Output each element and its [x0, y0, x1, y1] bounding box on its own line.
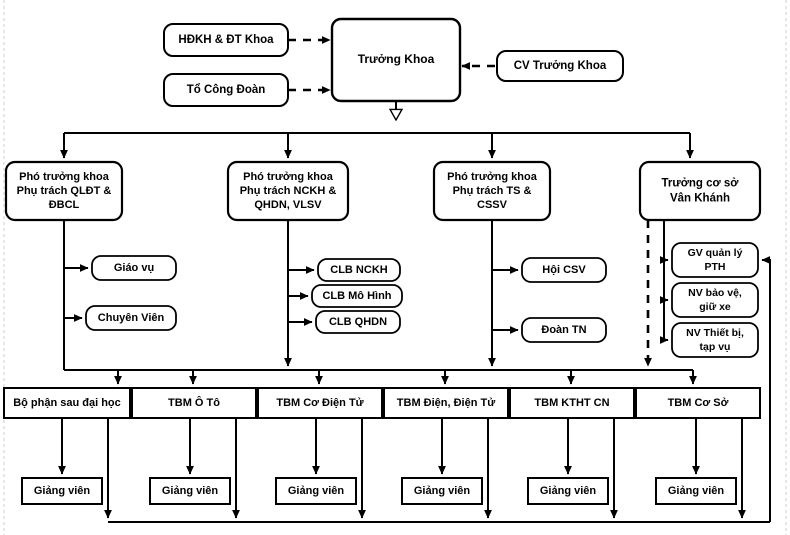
node-label-gv3: Giảng viên [288, 485, 345, 497]
node-doantn[interactable]: Đoàn TN [521, 317, 607, 343]
node-label-gv2: Giảng viên [162, 485, 219, 497]
node-nvthietbi[interactable]: NV Thiết bị,tạp vụ [671, 322, 759, 358]
node-box-gv3 [275, 477, 357, 505]
node-label-bophan: Bộ phận sau đại học [13, 397, 121, 409]
node-box-tbmdien [383, 387, 509, 419]
node-clbqhdn[interactable]: CLB QHDN [315, 310, 401, 334]
node-box-hdkh [163, 23, 289, 57]
node-box-tbmcodientu [257, 387, 383, 419]
node-box-gv4 [401, 477, 483, 505]
node-gv2[interactable]: Giảng viên [149, 477, 231, 505]
node-label-clbnckh: CLB NCKH [330, 264, 387, 276]
node-tbmcoso[interactable]: TBM Cơ Sở [635, 387, 761, 419]
node-label-chuyenvien: Chuyên Viên [98, 312, 165, 324]
node-gv5[interactable]: Giảng viên [527, 477, 609, 505]
node-label-tbmdien: TBM Điện, Điện Tử [397, 397, 495, 409]
node-gv6[interactable]: Giảng viên [655, 477, 737, 505]
node-hoicsv[interactable]: Hội CSV [521, 257, 607, 283]
node-label-clbmohinh: CLB Mô Hình [322, 290, 391, 302]
node-tbmcodientu[interactable]: TBM Cơ Điện Tử [257, 387, 383, 419]
node-label-tbmcoso: TBM Cơ Sở [668, 397, 729, 409]
connector-feedback-to-gvquanly [761, 256, 771, 522]
node-box-tbmoto [131, 387, 257, 419]
node-clbmohinh[interactable]: CLB Mô Hình [311, 284, 403, 308]
node-label-nvbaove: NV bảo vệ,giữ xe [688, 287, 742, 313]
node-box-nvbaove [671, 282, 759, 318]
node-box-clbnckh [317, 258, 401, 282]
node-box-pho2 [226, 160, 350, 222]
node-label-tbmcodientu: TBM Cơ Điện Tử [276, 397, 363, 409]
node-box-cvtruongkhoa [496, 50, 624, 82]
node-box-truongkhoa [330, 17, 462, 103]
node-gv4[interactable]: Giảng viên [401, 477, 483, 505]
node-label-nvthietbi: NV Thiết bị,tạp vụ [686, 327, 744, 353]
node-gv3[interactable]: Giảng viên [275, 477, 357, 505]
node-box-clbqhdn [315, 310, 401, 334]
margin-guides [3, 0, 787, 535]
node-label-gv4: Giảng viên [414, 485, 471, 497]
node-gv1[interactable]: Giảng viên [21, 477, 103, 505]
node-chuyenvien[interactable]: Chuyên Viên [85, 305, 177, 331]
connectors-layer [58, 36, 771, 523]
node-tbmktht[interactable]: TBM KTHT CN [509, 387, 635, 419]
node-label-giaovu: Giáo vụ [114, 262, 154, 274]
node-bophan[interactable]: Bộ phận sau đại học [3, 387, 131, 419]
node-box-tbmcoso [635, 387, 761, 419]
node-giaovu[interactable]: Giáo vụ [91, 255, 177, 281]
node-box-pho1 [4, 160, 124, 222]
node-label-gv5: Giảng viên [540, 485, 597, 497]
node-tbmdien[interactable]: TBM Điện, Điện Tử [383, 387, 509, 419]
node-box-doantn [521, 317, 607, 343]
node-label-gv1: Giảng viên [34, 485, 91, 497]
node-label-hdkh: HĐKH & ĐT Khoa [178, 34, 274, 46]
node-box-gv6 [655, 477, 737, 505]
node-hdkh[interactable]: HĐKH & ĐT Khoa [163, 23, 289, 57]
node-label-tbmoto: TBM Ô Tô [168, 396, 220, 409]
node-box-giaovu [91, 255, 177, 281]
node-label-tocongdoan: Tổ Công Đoàn [187, 84, 266, 96]
node-label-truongkhoa: Trưởng Khoa [358, 52, 435, 66]
node-box-gv5 [527, 477, 609, 505]
node-nvbaove[interactable]: NV bảo vệ,giữ xe [671, 282, 759, 318]
node-box-gv2 [149, 477, 231, 505]
node-label-tbmktht: TBM KTHT CN [534, 397, 609, 409]
node-box-gvquanly [671, 242, 759, 278]
node-box-nvthietbi [671, 322, 759, 358]
node-box-clbmohinh [311, 284, 403, 308]
node-box-tbmktht [509, 387, 635, 419]
node-tbmoto[interactable]: TBM Ô Tô [131, 387, 257, 419]
node-box-gv1 [21, 477, 103, 505]
nodes-layer: HĐKH & ĐT Khoa Tổ Công Đoàn Trưởng Khoa CV … [3, 17, 762, 505]
node-truongkhoa[interactable]: Trưởng Khoa [330, 17, 462, 103]
node-box-coso [638, 160, 762, 222]
node-box-tocongdoan [163, 73, 289, 107]
node-tocongdoan[interactable]: Tổ Công Đoàn [163, 73, 289, 107]
node-label-hoicsv: Hội CSV [542, 264, 586, 276]
node-box-hoicsv [521, 257, 607, 283]
node-label-clbqhdn: CLB QHDN [329, 316, 387, 328]
node-clbnckh[interactable]: CLB NCKH [317, 258, 401, 282]
node-box-chuyenvien [85, 305, 177, 331]
node-label-gv6: Giảng viên [668, 485, 725, 497]
node-label-doantn: Đoàn TN [541, 324, 586, 336]
node-label-cvtruongkhoa: CV Trưởng Khoa [514, 60, 607, 72]
node-box-bophan [3, 387, 131, 419]
node-cvtruongkhoa[interactable]: CV Trưởng Khoa [496, 50, 624, 82]
node-box-pho3 [432, 160, 552, 222]
